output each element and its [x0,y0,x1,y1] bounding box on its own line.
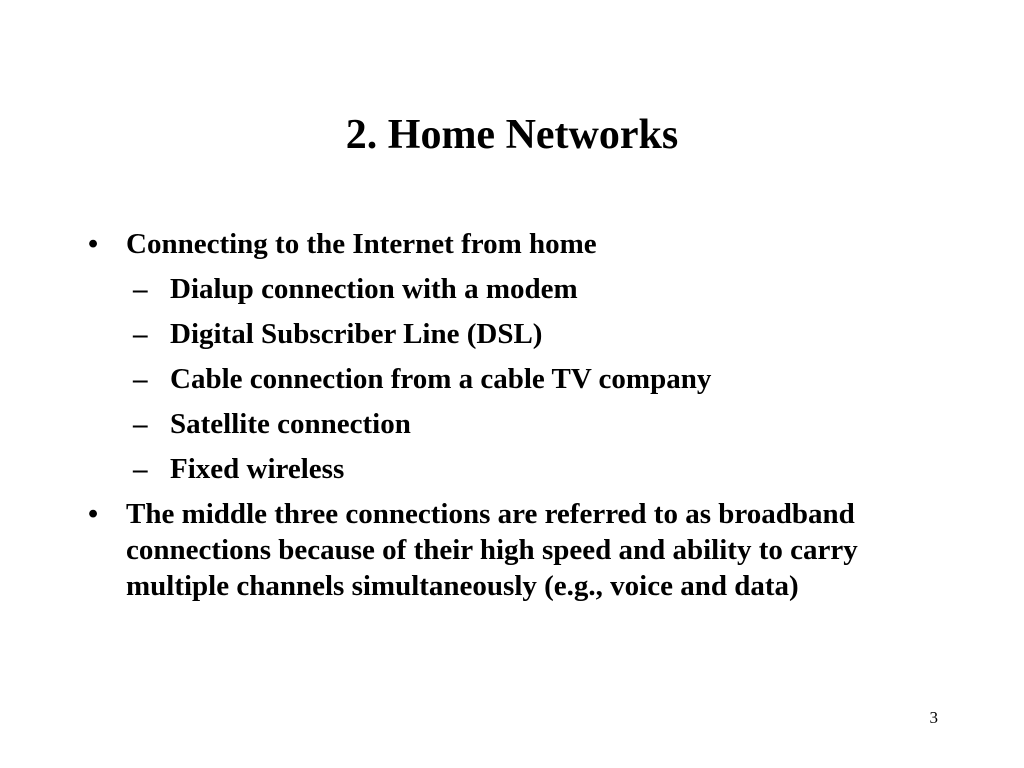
sub-bullet-text: Digital Subscriber Line (DSL) [170,318,543,350]
sub-bullet-item: – Satellite connection [133,406,948,442]
sub-bullet-text: Dialup connection with a modem [170,273,578,305]
bullet-marker: • [88,228,99,260]
slide-content: • Connecting to the Internet from home –… [88,226,948,613]
sub-bullet-text: Satellite connection [170,408,411,440]
sub-bullet-item: – Cable connection from a cable TV compa… [133,361,948,397]
bullet-text: The middle three connections are referre… [126,498,858,602]
bullet-marker: • [88,498,99,530]
bullet-item: • The middle three connections are refer… [88,496,948,604]
sub-bullet-marker: – [133,408,148,440]
sub-bullet-marker: – [133,453,148,485]
sub-bullet-marker: – [133,318,148,350]
sub-bullet-marker: – [133,273,148,305]
sub-bullet-marker: – [133,363,148,395]
sub-bullet-text: Cable connection from a cable TV company [170,363,712,395]
sub-bullet-text: Fixed wireless [170,453,345,485]
slide-title: 2. Home Networks [345,112,679,158]
sub-bullet-item: – Digital Subscriber Line (DSL) [133,316,948,352]
page-number: 3 [929,708,939,727]
bullet-text: Connecting to the Internet from home [126,228,597,260]
sub-bullet-item: – Dialup connection with a modem [133,271,948,307]
sub-bullet-item: – Fixed wireless [133,451,948,487]
bullet-item: • Connecting to the Internet from home [88,226,948,262]
